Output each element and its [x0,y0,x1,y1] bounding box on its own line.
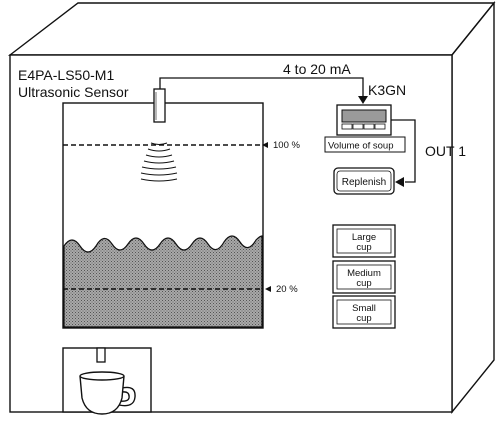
dispenser-nozzle [96,347,106,363]
arrow-100-icon [262,142,268,148]
small-cup-line2: cup [356,313,371,324]
cabinet-top [7,2,496,56]
level-high-label: 100 % [273,140,300,151]
medium-cup-line1: Medium [347,268,381,279]
cabinet-side [451,1,495,414]
small-cup-line1: Small [352,303,376,314]
large-cup-line1: Large [352,232,376,243]
large-cup-line2: cup [356,242,371,253]
level-low-label: 20 % [276,284,298,295]
volume-label-box [324,136,406,153]
sensor-model-label: E4PA-LS50-M1 [18,67,114,83]
large-cup-button[interactable]: Large cup [332,224,396,258]
sensor-type-label: Ultrasonic Sensor [18,84,129,100]
controller-model-label: K3GN [368,82,406,98]
signal-arrow-icon [358,96,368,104]
ultrasonic-sensor [153,88,166,123]
volume-label: Volume of soup [328,141,394,152]
coffee-cup-icon [79,371,136,415]
soup-tank [62,102,264,329]
signal-label: 4 to 20 mA [283,61,351,77]
replenish-button[interactable]: Replenish [333,167,395,195]
soup-liquid [63,235,263,328]
output-arrow-icon [395,177,404,187]
ultrasonic-waves-icon [140,142,178,182]
small-cup-button[interactable]: Small cup [332,295,396,329]
signal-wire [159,77,364,100]
medium-cup-line2: cup [356,278,371,289]
output-wire [391,119,416,183]
medium-cup-button[interactable]: Medium cup [332,260,396,294]
replenish-label: Replenish [342,177,386,188]
k3gn-display [336,104,392,136]
output-label: OUT 1 [425,143,466,159]
arrow-20-icon [265,286,271,292]
